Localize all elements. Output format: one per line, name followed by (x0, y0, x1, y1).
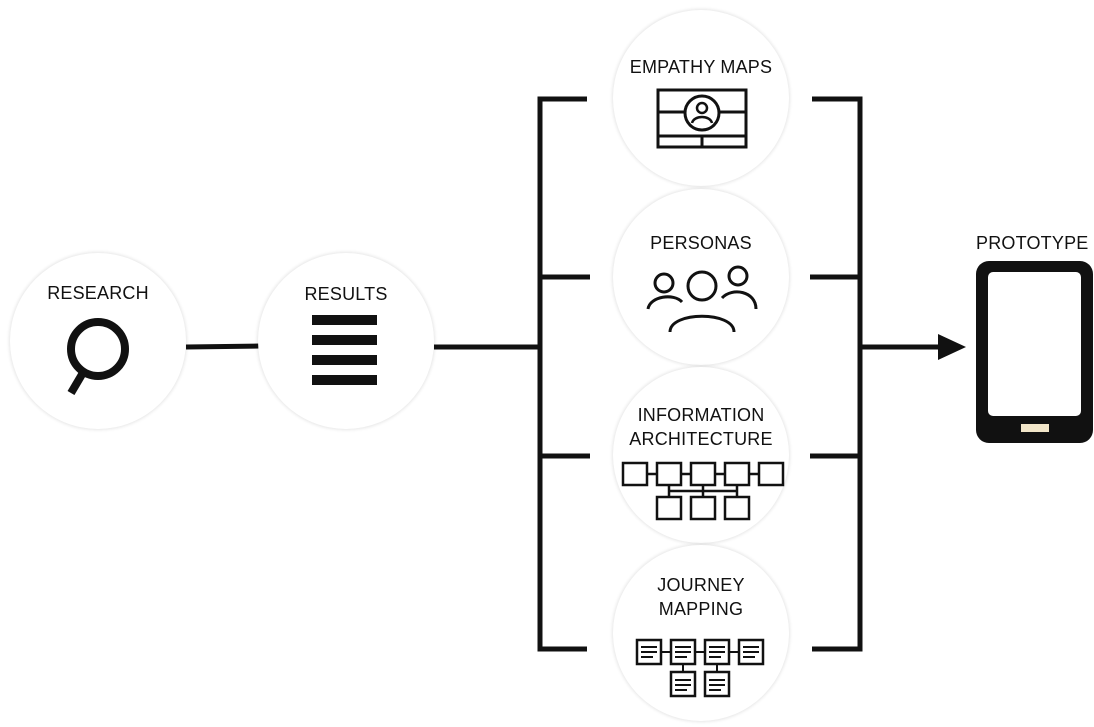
node-personas: PERSONAS (613, 189, 789, 365)
results-label: RESULTS (304, 284, 388, 304)
empathy-map-icon (656, 88, 748, 149)
left-bracket (537, 96, 587, 652)
arrow-head (938, 334, 966, 360)
journey-map-icon (635, 638, 765, 698)
node-results: RESULTS (258, 253, 434, 429)
node-information-architecture: INFORMATION ARCHITECTURE (613, 367, 789, 543)
right-bracket (812, 96, 863, 652)
node-journey-mapping: JOURNEY MAPPING (613, 545, 789, 721)
node-research: RESEARCH (10, 253, 186, 429)
prototype-label: PROTOTYPE (976, 233, 1089, 253)
list-icon (312, 315, 377, 385)
people-icon (646, 265, 758, 333)
research-label: RESEARCH (47, 283, 149, 303)
node-empathy-maps: EMPATHY MAPS (613, 10, 789, 186)
magnifier-icon (67, 318, 129, 395)
personas-label: PERSONAS (650, 233, 752, 253)
information-architecture-label-line2: ARCHITECTURE (629, 429, 773, 449)
journey-mapping-label-line2: MAPPING (658, 599, 744, 619)
empathy-maps-label: EMPATHY MAPS (629, 57, 773, 77)
sitemap-icon (621, 461, 785, 521)
tablet-icon (976, 261, 1093, 443)
journey-mapping-label-line1: JOURNEY (657, 575, 745, 595)
information-architecture-label-line1: INFORMATION (637, 405, 765, 425)
connector-research-results (185, 343, 261, 350)
